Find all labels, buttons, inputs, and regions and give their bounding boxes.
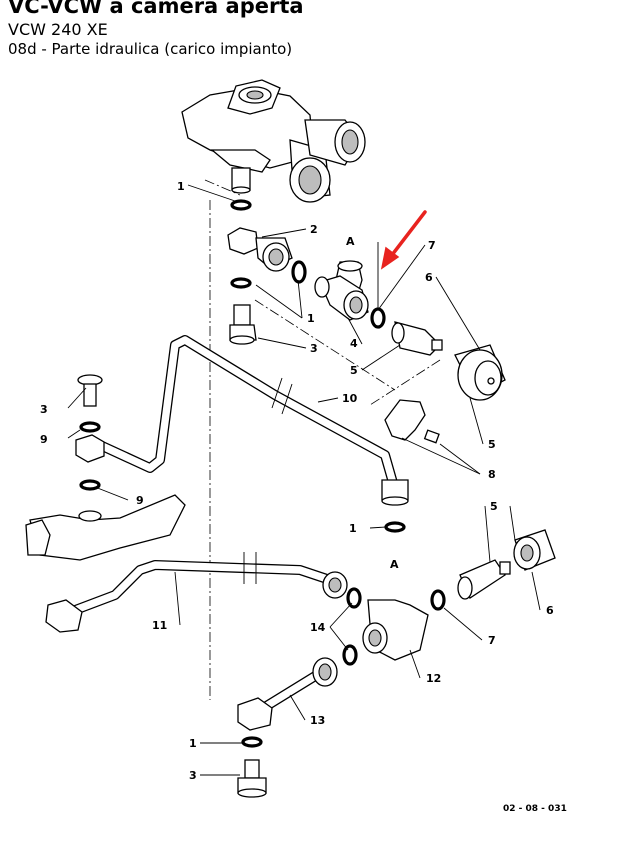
label-5: 5 (350, 364, 358, 377)
pipe-10 (95, 335, 409, 506)
label-14: 14 (310, 621, 326, 634)
hydraulic-group (181, 79, 366, 203)
label-12: 12 (426, 672, 441, 685)
label-3: 3 (310, 342, 318, 355)
label-7: 7 (488, 634, 496, 647)
label-7: 7 (428, 239, 436, 252)
label-3: 3 (189, 769, 197, 782)
red-arrow-icon (380, 210, 427, 270)
fitting-12 (342, 589, 446, 666)
label-6: 6 (546, 604, 554, 617)
label-9: 9 (40, 433, 48, 446)
label-3: 3 (40, 403, 48, 416)
label-6: 6 (425, 271, 433, 284)
filling-tap-lower (457, 529, 556, 600)
part-labels: 1 2 1 3 A 7 6 4 5 10 5 8 3 9 9 1 A 5 6 7… (40, 180, 554, 782)
label-1: 1 (189, 737, 197, 750)
drawing-code: 02 - 08 - 031 (503, 804, 567, 814)
label-11: 11 (152, 619, 167, 632)
label-8: 8 (488, 468, 496, 481)
label-5: 5 (490, 500, 498, 513)
key-and-screw (384, 399, 440, 444)
pipe-13 (237, 657, 338, 798)
label-9: 9 (136, 494, 144, 507)
label-4: 4 (350, 337, 358, 350)
fittings-upper (227, 199, 307, 345)
label-1: 1 (349, 522, 357, 535)
label-10: 10 (342, 392, 358, 405)
leader-lines (67, 184, 541, 776)
pipe-11 (45, 552, 362, 633)
page-title: VC-VCW a camera aperta (8, 0, 304, 18)
label-a: A (346, 235, 355, 248)
label-5: 5 (488, 438, 496, 451)
t-fitting (314, 260, 386, 329)
label-1: 1 (177, 180, 185, 193)
section-subtitle: 08d - Parte idraulica (carico impianto) (8, 40, 293, 58)
model-name: VCW 240 XE (8, 20, 108, 39)
label-2: 2 (310, 223, 318, 236)
label-a: A (390, 558, 399, 571)
filling-tap-upper (391, 321, 506, 401)
label-13: 13 (310, 714, 325, 727)
fittings-left (25, 374, 406, 561)
label-1: 1 (307, 312, 315, 325)
